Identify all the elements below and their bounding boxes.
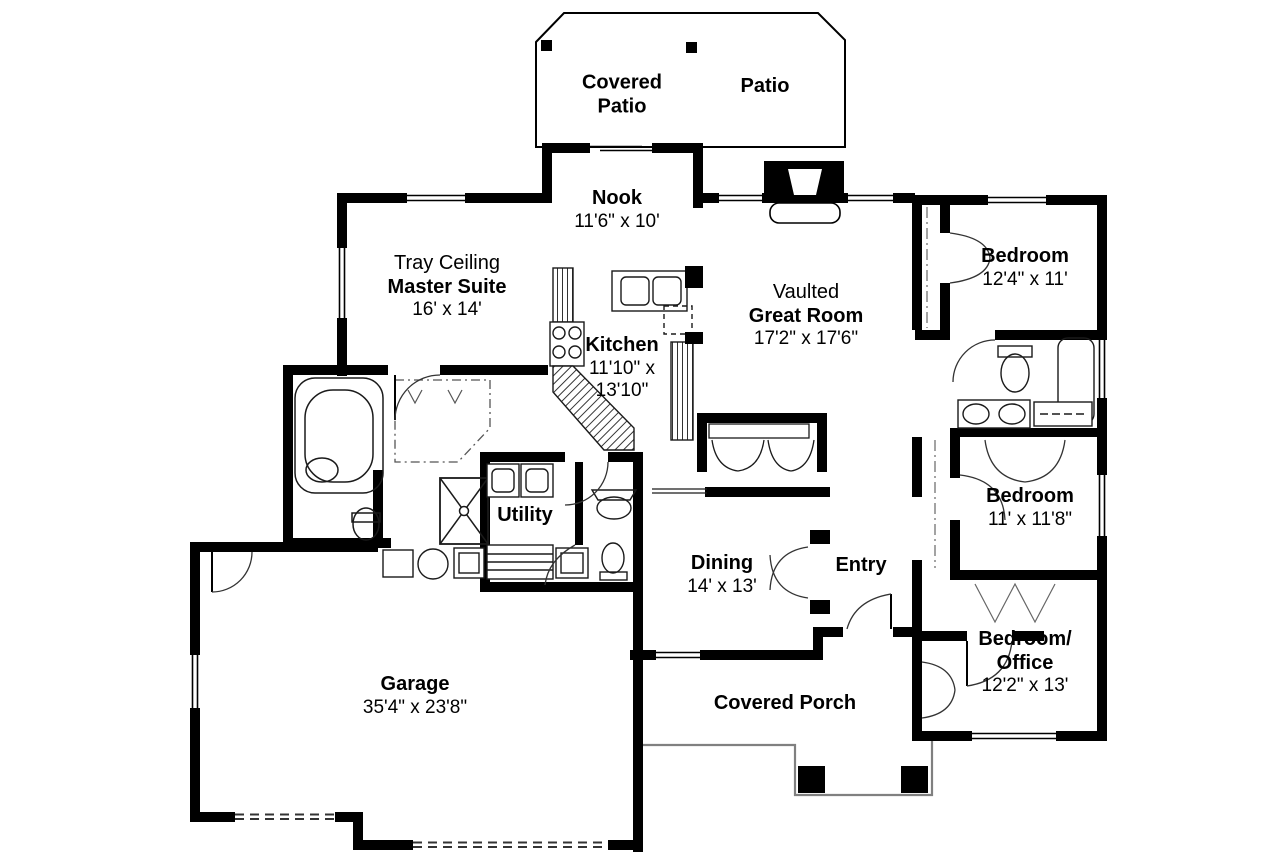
- room-name: Kitchen: [585, 333, 659, 356]
- garage-doors: [235, 813, 608, 848]
- kitchen-sink: [652, 276, 682, 306]
- vanity: [957, 399, 1031, 429]
- room-dims: 35'4" x 23'8": [362, 696, 468, 718]
- porch-post: [901, 766, 928, 793]
- closet-rod: [447, 389, 463, 405]
- counter: [670, 341, 694, 441]
- half-bath-fixtures: [590, 489, 638, 581]
- covered-patio-outline: [535, 12, 846, 148]
- label-master-suite: Tray Ceiling Master Suite 16' x 14': [388, 252, 507, 322]
- right-bath-fixtures: [957, 337, 1095, 429]
- room-name: Bedroom/: [978, 628, 1072, 651]
- ceiling-break-lines: [926, 207, 936, 568]
- walk-in-closet: [394, 379, 491, 463]
- room-name: Bedroom: [981, 245, 1069, 267]
- room-dims: 17'2" x 17'6": [753, 328, 859, 350]
- kitchen-fixtures: [549, 266, 703, 451]
- label-garage: Garage 35'4" x 23'8": [363, 673, 467, 719]
- doors: [211, 232, 1066, 719]
- toilet: [601, 542, 625, 574]
- label-great-room: Vaulted Great Room 17'2" x 17'6": [749, 281, 863, 351]
- bathtub-inner: [304, 389, 374, 483]
- room-name: Covered Porch: [713, 692, 857, 715]
- sink: [305, 457, 339, 483]
- room-dims: 14' x 13': [687, 575, 757, 597]
- label-utility: Utility: [497, 504, 553, 528]
- label-nook: Nook 11'6" x 10': [574, 187, 659, 233]
- sink-bracket: [590, 489, 638, 501]
- counter: [552, 267, 574, 323]
- room-name: Nook: [591, 187, 642, 209]
- room-name: Covered: [581, 71, 663, 94]
- room-name: Bedroom: [986, 485, 1074, 507]
- toilet: [352, 507, 380, 541]
- room-name: Garage: [380, 673, 450, 695]
- room-name: Dining: [690, 552, 754, 574]
- room-dims: 16' x 14': [412, 299, 482, 321]
- kitchen-sink: [620, 276, 650, 306]
- label-bedroom-mid: Bedroom 11' x 11'8": [986, 485, 1074, 531]
- hall-buffet-and-doors: [652, 423, 815, 494]
- room-name: Utility: [497, 504, 553, 527]
- room-name: Patio: [740, 75, 790, 98]
- room-dims: 12'2" x 13': [981, 675, 1069, 697]
- toilet: [1000, 353, 1030, 393]
- windows: [191, 145, 1106, 740]
- room-name: Office: [996, 651, 1054, 674]
- patio-post: [541, 40, 552, 51]
- label-bedroom-top: Bedroom 12'4" x 11': [981, 245, 1069, 291]
- room-name: Entry: [835, 554, 887, 577]
- label-covered-patio: Covered Patio: [582, 71, 662, 118]
- label-patio: Patio: [741, 75, 790, 99]
- room-dims: 11'10" x: [588, 357, 655, 379]
- porch-post: [798, 766, 825, 793]
- fireplace: [764, 161, 844, 224]
- label-covered-porch: Covered Porch: [714, 692, 856, 716]
- covered-porch-outline: [643, 741, 934, 797]
- master-bath-fixtures: [294, 377, 491, 545]
- room-prefix: Vaulted: [772, 281, 840, 304]
- sink: [596, 496, 632, 520]
- room-dims: 11' x 11'8": [987, 508, 1073, 530]
- toilet-tank: [351, 512, 381, 523]
- label-entry: Entry: [835, 554, 886, 578]
- counter-bar: [552, 365, 635, 451]
- garage-appliances: [382, 547, 485, 580]
- closet-rod: [407, 389, 423, 405]
- walls: [190, 143, 1107, 852]
- room-dims: 13'10": [595, 379, 649, 401]
- label-kitchen: Kitchen 11'10" x 13'10": [585, 334, 658, 402]
- room-dims: 12'4" x 11': [982, 268, 1068, 290]
- room-name: Great Room: [748, 304, 864, 327]
- patio-post: [686, 42, 697, 53]
- room-name: Patio: [597, 95, 647, 117]
- stove: [549, 321, 585, 367]
- toilet-tank: [997, 345, 1033, 358]
- label-dining: Dining 14' x 13': [687, 552, 757, 598]
- label-bedroom-office: Bedroom/ Office 12'2" x 13': [978, 628, 1071, 698]
- toilet-tank: [599, 571, 628, 581]
- bathtub: [294, 377, 384, 494]
- room-dims: 11'6" x 10': [574, 210, 660, 232]
- dishwasher-dashed: [663, 305, 693, 335]
- room-name: Master Suite: [387, 275, 507, 298]
- room-prefix: Tray Ceiling: [394, 252, 500, 275]
- shower: [439, 477, 489, 545]
- utility-fixtures: [486, 463, 589, 580]
